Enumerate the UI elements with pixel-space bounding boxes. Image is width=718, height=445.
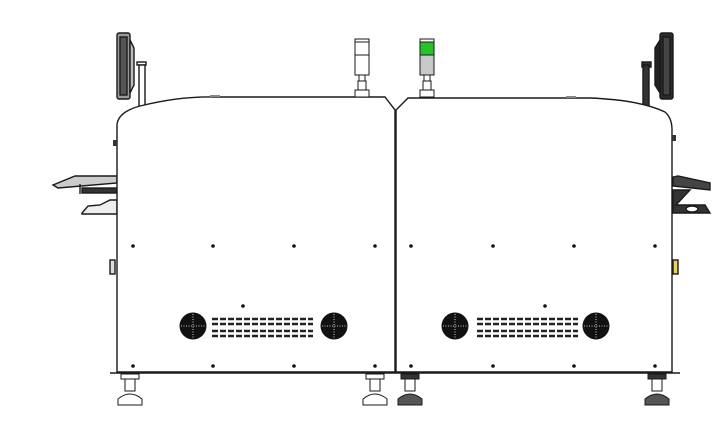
fan-grille: [320, 312, 348, 340]
right-monitor: [641, 32, 674, 111]
screw-dot: [572, 244, 576, 248]
foot-pad: [117, 393, 143, 406]
leveling-foot: [397, 373, 423, 406]
screw-dot: [491, 244, 495, 248]
screw-dot: [491, 364, 495, 368]
tower-light-lower: [419, 54, 435, 76]
screw-dot: [241, 304, 245, 308]
screw-dot: [131, 364, 135, 368]
screw-dot: [292, 244, 296, 248]
fan-grille-icon: [441, 312, 469, 340]
signal-tower: [419, 38, 435, 98]
foot-nut: [365, 373, 385, 380]
tower-mount: [354, 89, 370, 98]
foot-stem: [124, 378, 136, 392]
screw-dot: [653, 244, 657, 248]
fan-grille: [582, 312, 610, 340]
tower-light-lower: [354, 54, 370, 76]
tower-light-top: [419, 41, 435, 56]
leveling-foot: [362, 373, 388, 406]
foot-nut: [400, 373, 420, 380]
foot-pad: [397, 393, 423, 406]
left-machine: [51, 32, 396, 373]
fan-grille-icon: [179, 312, 207, 340]
screw-dot: [373, 364, 377, 368]
tower-neck: [358, 74, 366, 82]
screw-dot: [211, 364, 215, 368]
fan-grille-icon: [320, 312, 348, 340]
tower-neck: [423, 74, 431, 82]
tower-base: [422, 80, 432, 91]
foot-nut: [120, 373, 140, 380]
fan-grille: [441, 312, 469, 340]
foot-stem: [404, 378, 416, 392]
screw-dot: [409, 244, 413, 248]
screw-dot: [211, 244, 215, 248]
right-machine: [395, 32, 712, 373]
tower-base: [357, 80, 367, 91]
screw-dot: [131, 244, 135, 248]
screw-dot: [373, 244, 377, 248]
leveling-foot: [644, 373, 670, 406]
screw-dot: [572, 364, 576, 368]
foot-pad: [362, 393, 388, 406]
screw-dot: [543, 304, 547, 308]
fan-grille: [179, 312, 207, 340]
foot-stem: [651, 378, 663, 392]
fan-grille-icon: [582, 312, 610, 340]
foot-stem: [369, 378, 381, 392]
right-keyboard-tray: [672, 175, 712, 214]
screw-dot: [292, 364, 296, 368]
tower-mount: [419, 89, 435, 98]
right-cabinet-body: [395, 97, 673, 373]
signal-tower: [354, 38, 370, 98]
left-monitor: [116, 32, 147, 111]
tower-light-top: [354, 41, 370, 56]
screw-dot: [653, 364, 657, 368]
foot-pad: [644, 393, 670, 406]
left-keyboard-tray: [51, 175, 118, 215]
screw-dot: [409, 364, 413, 368]
leveling-foot: [117, 373, 143, 406]
foot-nut: [647, 373, 667, 380]
